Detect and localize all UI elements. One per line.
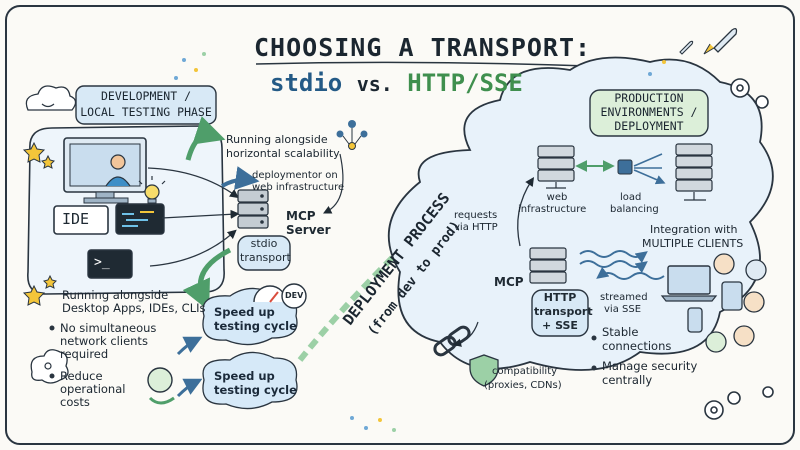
cloud-smile-icon bbox=[25, 85, 77, 111]
star-icons bbox=[22, 141, 57, 306]
prod-header-line2: ENVIRONMENTS / bbox=[600, 105, 698, 119]
terminal-icon bbox=[87, 249, 133, 279]
reduce-line1: Reduce bbox=[60, 369, 103, 383]
code-window-icon bbox=[115, 203, 165, 235]
subtitle-vs: vs. bbox=[356, 72, 393, 96]
speed-up-1-line2: testing cycle bbox=[214, 319, 297, 333]
stable-line2: connections bbox=[602, 339, 672, 353]
no-simultaneous-line1: No simultaneous bbox=[60, 321, 157, 335]
integration-line2: MULTIPLE CLIENTS bbox=[642, 237, 744, 250]
horizontal-line2: horizontal scalability bbox=[226, 147, 340, 160]
mcp-server-line1: MCP bbox=[286, 209, 316, 223]
mcp-server-stdio-icon bbox=[237, 189, 269, 229]
running-alongside-label: Running alongside bbox=[62, 288, 169, 302]
no-simultaneous-line3: required bbox=[60, 347, 109, 361]
prod-header-line1: PRODUCTION bbox=[614, 91, 684, 105]
load-line1: load bbox=[620, 192, 642, 203]
manage-line1: Manage security bbox=[602, 359, 698, 373]
requests-line1: requests bbox=[454, 210, 498, 221]
growth-arrow bbox=[185, 116, 226, 161]
dev-header-box bbox=[75, 85, 217, 125]
speed-up-2-line2: testing cycle bbox=[214, 383, 297, 397]
brain-icon bbox=[30, 349, 69, 384]
ide-label: IDE bbox=[62, 210, 90, 228]
stdio-label-line1: stdio bbox=[250, 237, 278, 250]
mcp-server-line2: Server bbox=[286, 223, 331, 237]
speed-gauge-icon bbox=[253, 285, 287, 303]
team-network-icon bbox=[336, 120, 368, 150]
speed-up-2-line1: Speed up bbox=[214, 369, 275, 383]
ide-window bbox=[53, 205, 109, 235]
speed-up-bubble-2 bbox=[202, 351, 298, 410]
speed-up-1-line1: Speed up bbox=[214, 305, 275, 319]
streamed-line1: streamed bbox=[600, 292, 648, 303]
web-server-icon bbox=[537, 145, 575, 189]
web-infra-line2: infrastructure bbox=[518, 204, 587, 215]
gear-icon bbox=[704, 78, 774, 420]
lightbulb-icon bbox=[138, 176, 166, 204]
mcp-label: MCP bbox=[494, 275, 524, 289]
http-transport-line3: + SSE bbox=[542, 319, 578, 332]
page-subtitle: stdio vs. HTTP/SSE bbox=[270, 69, 523, 98]
page-title: CHOOSING A TRANSPORT: bbox=[254, 33, 592, 62]
decorative-dots bbox=[174, 52, 666, 432]
terminal-prompt: >_ bbox=[94, 255, 110, 270]
mcp-server-http-icon bbox=[529, 247, 567, 284]
subtitle-http: HTTP/SSE bbox=[407, 69, 523, 97]
load-balancer-icon bbox=[575, 153, 662, 182]
dev-badge-label: DEV bbox=[285, 291, 304, 300]
shield-icon bbox=[469, 354, 499, 387]
phone-icon bbox=[687, 307, 703, 333]
deployment-line2: web infrastructure bbox=[252, 182, 345, 193]
desktop-apps-label: Desktop Apps, IDEs, CLIs bbox=[62, 301, 206, 315]
no-simultaneous-line2: network clients bbox=[60, 334, 148, 348]
subtitle-stdio: stdio bbox=[270, 69, 343, 97]
dev-badge-icon bbox=[281, 283, 307, 309]
outer-frame bbox=[5, 5, 795, 445]
speed-up-bubble-1 bbox=[202, 287, 298, 346]
manage-line2: centrally bbox=[602, 373, 653, 387]
http-transport-line1: HTTP bbox=[543, 291, 577, 304]
tablet-icon bbox=[721, 281, 743, 311]
stable-line1: Stable bbox=[602, 325, 639, 339]
dev-header-line1: DEVELOPMENT / bbox=[100, 89, 191, 103]
deployment-line1: deploymentor on bbox=[252, 170, 338, 181]
title-underline bbox=[255, 61, 589, 67]
http-transport-line2: transport bbox=[534, 305, 593, 318]
rocket-icon bbox=[679, 28, 738, 55]
prod-header-line3: DEPLOYMENT bbox=[614, 119, 684, 133]
dollar-cycle-icon bbox=[147, 367, 175, 405]
server-rack-icon bbox=[675, 143, 713, 201]
compat-line2: (proxies, CDNs) bbox=[484, 380, 562, 391]
compat-line1: compatibility bbox=[492, 366, 558, 377]
http-transport-box bbox=[531, 289, 589, 337]
load-line2: balancing bbox=[610, 204, 659, 215]
laptop-icon bbox=[660, 265, 718, 302]
sse-stream-waves bbox=[579, 250, 665, 280]
reduce-line2: operational bbox=[60, 382, 126, 396]
stdio-label-line2: transport bbox=[240, 251, 291, 264]
requests-line2: via HTTP bbox=[454, 222, 498, 233]
integration-line1: Integration with bbox=[650, 223, 738, 236]
dev-header-line2: LOCAL TESTING PHASE bbox=[80, 105, 212, 119]
horizontal-line1: Running alongside bbox=[226, 133, 328, 146]
stdio-transport-box bbox=[237, 235, 291, 271]
streamed-line2: via SSE bbox=[604, 304, 642, 315]
client-avatars bbox=[705, 253, 767, 353]
developer-monitor-icon bbox=[63, 137, 147, 204]
production-header-box bbox=[589, 89, 709, 137]
web-infra-line1: web bbox=[546, 192, 568, 203]
reduce-line3: costs bbox=[60, 395, 90, 409]
